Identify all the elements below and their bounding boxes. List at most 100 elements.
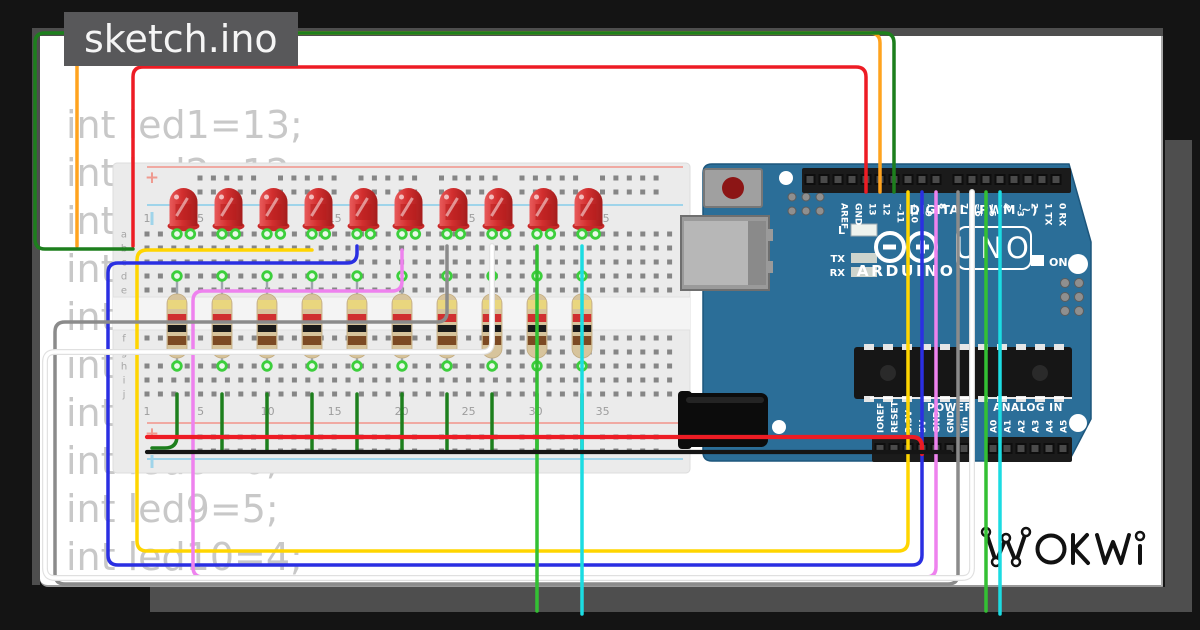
logo-w2 [1095, 533, 1131, 565]
led-rx [851, 267, 877, 277]
code-line: int led1=13; [66, 103, 303, 147]
led[interactable] [572, 188, 605, 240]
resistor[interactable] [166, 270, 188, 372]
led[interactable] [527, 188, 560, 240]
wire-power-5v[interactable] [144, 434, 925, 457]
led[interactable] [257, 188, 290, 240]
svg-text:AREF: AREF [839, 203, 849, 229]
row-letter: a [121, 230, 127, 241]
wire-led9-pin5[interactable] [535, 190, 988, 613]
column-number: 5 [197, 405, 204, 418]
row-letter: j [122, 390, 126, 401]
wokwi-logo [980, 526, 1146, 568]
column-number: 25 [462, 405, 476, 418]
icsp-pin [1060, 278, 1070, 288]
icsp-pin [1060, 292, 1070, 302]
led[interactable] [167, 188, 200, 240]
logo-i-dot [1134, 530, 1146, 542]
svg-text:IOREF: IOREF [877, 403, 887, 433]
arduino-model: UNO [955, 231, 1033, 265]
analog-caption: ANALOG IN [993, 402, 1063, 414]
icsp-pin [801, 192, 811, 202]
logo-k [1071, 533, 1090, 565]
row-letter: f [122, 334, 126, 345]
svg-text:8: 8 [937, 203, 947, 209]
resistor[interactable] [391, 270, 413, 372]
icsp-pin [787, 192, 797, 202]
resistor[interactable] [256, 270, 278, 372]
row-letter: d [121, 272, 127, 283]
svg-text:A4: A4 [1046, 420, 1056, 433]
icsp-pin [815, 206, 825, 216]
file-tab-label: sketch.ino [84, 17, 278, 61]
icsp-pin [1074, 278, 1084, 288]
reset-button[interactable] [703, 168, 763, 208]
frame-shadow-bottom [150, 587, 1192, 612]
led[interactable] [482, 188, 515, 240]
resistor[interactable] [346, 270, 368, 372]
column-number: 1 [144, 212, 151, 225]
wire-led5-pin9[interactable] [106, 190, 924, 567]
row-letter: i [123, 376, 126, 387]
wire-led10-pin4[interactable] [580, 190, 1002, 616]
usb-connector [680, 215, 773, 291]
svg-text:A5: A5 [1060, 420, 1070, 433]
row-letter: e [121, 286, 127, 297]
icsp-pin [787, 206, 797, 216]
svg-text:~9: ~9 [923, 203, 933, 217]
svg-text:~3: ~3 [1015, 203, 1025, 217]
mounting-hole [772, 420, 786, 434]
wire-led3-pin11[interactable] [33, 31, 896, 251]
led-l-label: L [838, 224, 845, 237]
on-label: ON [1049, 256, 1068, 269]
rail-minus-marker [150, 455, 154, 468]
resistor[interactable] [211, 270, 233, 372]
wire-led4-pin10[interactable] [135, 190, 910, 553]
file-tab[interactable]: sketch.ino [64, 12, 298, 66]
on-led [1031, 255, 1044, 266]
svg-text:Vin: Vin [961, 417, 971, 433]
svg-text:~6: ~6 [973, 203, 983, 217]
logo-node [1020, 526, 1032, 538]
mounting-hole [1069, 414, 1087, 432]
svg-text:RESET: RESET [891, 400, 901, 433]
led-tx-label: TX [830, 254, 845, 265]
resistor[interactable] [301, 270, 323, 372]
led[interactable] [302, 188, 335, 240]
led[interactable] [392, 188, 425, 240]
icsp-pin [801, 206, 811, 216]
wire-led8-pin6[interactable] [43, 190, 974, 580]
svg-text:~11: ~11 [895, 203, 905, 223]
rail-minus-marker [150, 212, 154, 225]
icsp-pin [815, 192, 825, 202]
led[interactable] [437, 188, 470, 240]
icsp-pin [1060, 306, 1070, 316]
svg-text:GND: GND [947, 411, 957, 433]
wires[interactable] [33, 31, 1002, 616]
rail-plus-marker: + [145, 424, 159, 444]
led[interactable] [212, 188, 245, 240]
frame-edge-left [32, 28, 40, 585]
svg-text:7: 7 [959, 203, 969, 209]
svg-text:13: 13 [867, 203, 877, 216]
wire-led7-pin7[interactable] [53, 190, 960, 586]
icsp-pin [1074, 292, 1084, 302]
frame-shadow-right [1165, 140, 1192, 612]
power-caption: POWER [927, 402, 973, 414]
code-line: int led10=4; [66, 535, 303, 579]
svg-text:GND: GND [853, 203, 863, 225]
row-letter: h [121, 362, 127, 373]
power-jack [678, 391, 768, 449]
atmega-chip [854, 344, 1072, 402]
svg-text:2: 2 [1029, 203, 1039, 209]
column-number: 15 [328, 405, 342, 418]
svg-text:12: 12 [881, 203, 891, 216]
rail-plus-marker: + [145, 168, 159, 188]
led-tx [851, 253, 877, 263]
wire-led1-pin13[interactable] [131, 65, 868, 248]
led[interactable] [347, 188, 380, 240]
